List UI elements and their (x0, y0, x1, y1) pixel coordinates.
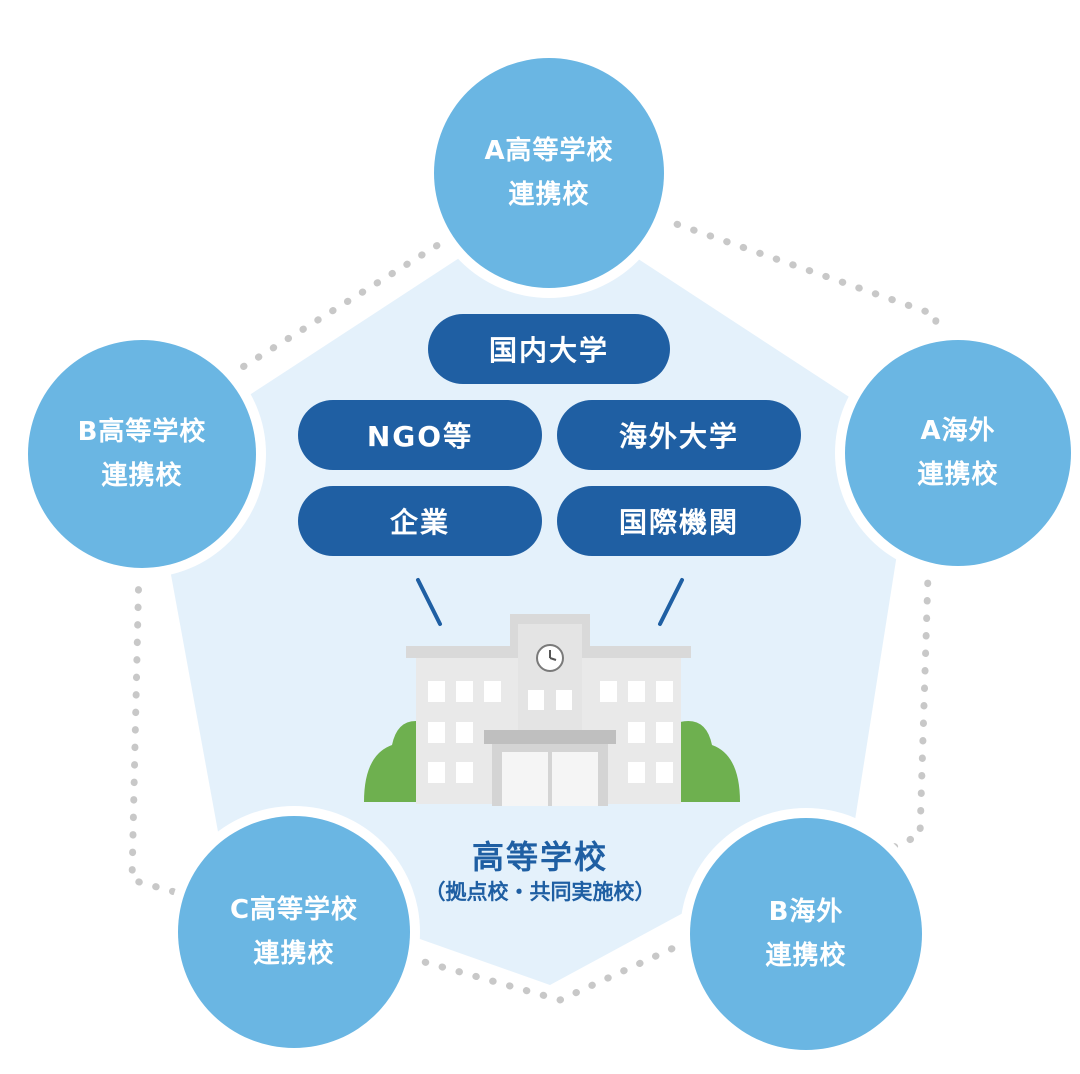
center-school-subtitle: （拠点校・共同実施校） (424, 880, 656, 904)
partner-label-line2: 連携校 (253, 939, 335, 969)
partner-a-overseas: A海外 連携校 (845, 340, 1071, 566)
partner-label-line2: 連携校 (765, 941, 847, 971)
partner-c-high-school: C高等学校 連携校 (178, 816, 410, 1048)
connector-line-left (416, 578, 442, 626)
partner-b-overseas: B海外 連携校 (690, 818, 922, 1050)
partner-label-line1: A高等学校 (484, 136, 614, 166)
partner-label-line1: B海外 (768, 897, 844, 927)
school-building-icon (364, 614, 740, 806)
partner-label-line1: C高等学校 (229, 895, 359, 925)
pill-ngo: NGO等 (298, 400, 542, 470)
partner-label-line1: A海外 (920, 416, 996, 446)
partner-label-line2: 連携校 (101, 461, 183, 491)
pill-overseas-university: 海外大学 (557, 400, 801, 470)
center-school-title: 高等学校 (471, 838, 608, 876)
partner-label-line2: 連携校 (508, 180, 590, 210)
partner-a-high-school: A高等学校 連携校 (434, 58, 664, 288)
pill-international-organization: 国際機関 (557, 486, 801, 556)
partner-b-high-school: B高等学校 連携校 (28, 340, 256, 568)
pill-company: 企業 (298, 486, 542, 556)
pill-domestic-university: 国内大学 (428, 314, 670, 384)
partner-label-line1: B高等学校 (77, 417, 207, 447)
connector-line-right (658, 578, 684, 626)
partner-label-line2: 連携校 (917, 460, 999, 490)
